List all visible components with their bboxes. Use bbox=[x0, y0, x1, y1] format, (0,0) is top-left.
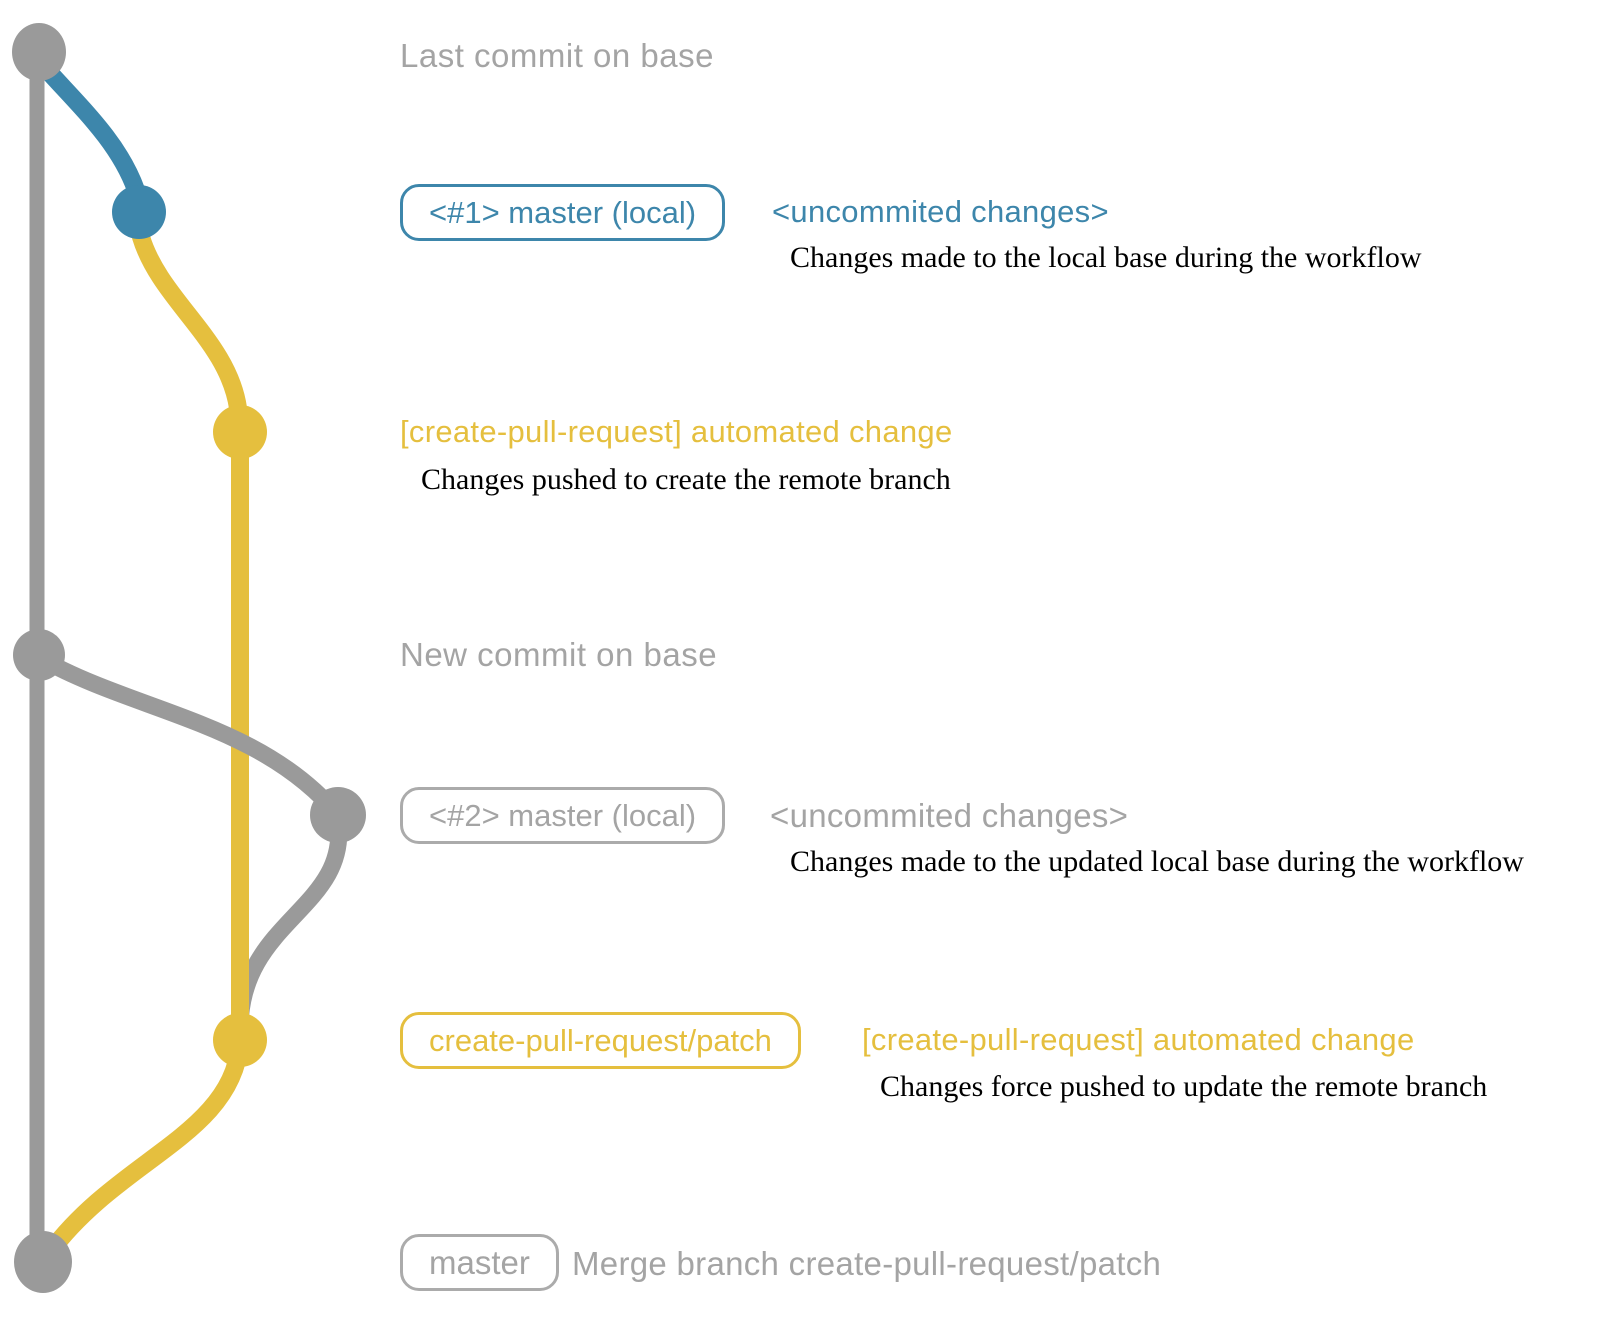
desc-automated-change-2: Changes force pushed to update the remot… bbox=[880, 1070, 1488, 1103]
badge-master-local-2: <#2> master (local) bbox=[400, 787, 726, 844]
badge-create-pull-request-patch: create-pull-request/patch bbox=[400, 1012, 801, 1069]
badge-master-label: master bbox=[429, 1243, 530, 1281]
commit-node-new-commit-on-base bbox=[13, 629, 65, 681]
badge-master-local-1-label: <#1> master (local) bbox=[429, 194, 697, 230]
desc-uncommited-changes-1: Changes made to the local base during th… bbox=[790, 241, 1422, 274]
commit-node-automated-change-1 bbox=[213, 405, 267, 459]
branch-master-local-2-merge-curve bbox=[231, 811, 348, 1041]
badge-master-local-1: <#1> master (local) bbox=[400, 184, 726, 241]
commit-node-uncommited-changes-1 bbox=[112, 185, 166, 239]
branch-master-local-2-out-curve bbox=[31, 649, 347, 824]
badge-create-pull-request-patch-label: create-pull-request/patch bbox=[429, 1022, 772, 1058]
title-merge-branch: Merge branch create-pull-request/patch bbox=[572, 1245, 1162, 1282]
title-automated-change-2: [create-pull-request] automated change bbox=[862, 1022, 1415, 1057]
title-automated-change-1: [create-pull-request] automated change bbox=[400, 414, 953, 449]
commit-node-automated-change-2 bbox=[213, 1013, 267, 1067]
desc-automated-change-1: Changes pushed to create the remote bran… bbox=[421, 463, 951, 496]
commit-node-merge-commit bbox=[14, 1231, 72, 1293]
commit-node-last-commit-on-base bbox=[12, 23, 66, 81]
badge-master-local-2-label: <#2> master (local) bbox=[429, 797, 697, 833]
title-uncommited-changes-1: <uncommited changes> bbox=[772, 194, 1109, 229]
label-last-commit-on-base: Last commit on base bbox=[400, 37, 714, 74]
badge-master: master bbox=[400, 1234, 559, 1291]
branch-master-local-1-curve bbox=[31, 53, 145, 199]
title-uncommited-changes-2: <uncommited changes> bbox=[770, 797, 1129, 834]
branch-patch-create-curve bbox=[132, 228, 247, 417]
desc-uncommited-changes-2: Changes made to the updated local base d… bbox=[790, 845, 1524, 878]
commit-node-uncommited-changes-2 bbox=[310, 787, 366, 843]
label-new-commit-on-base: New commit on base bbox=[400, 636, 718, 673]
branch-patch-merge-curve bbox=[41, 1034, 249, 1261]
